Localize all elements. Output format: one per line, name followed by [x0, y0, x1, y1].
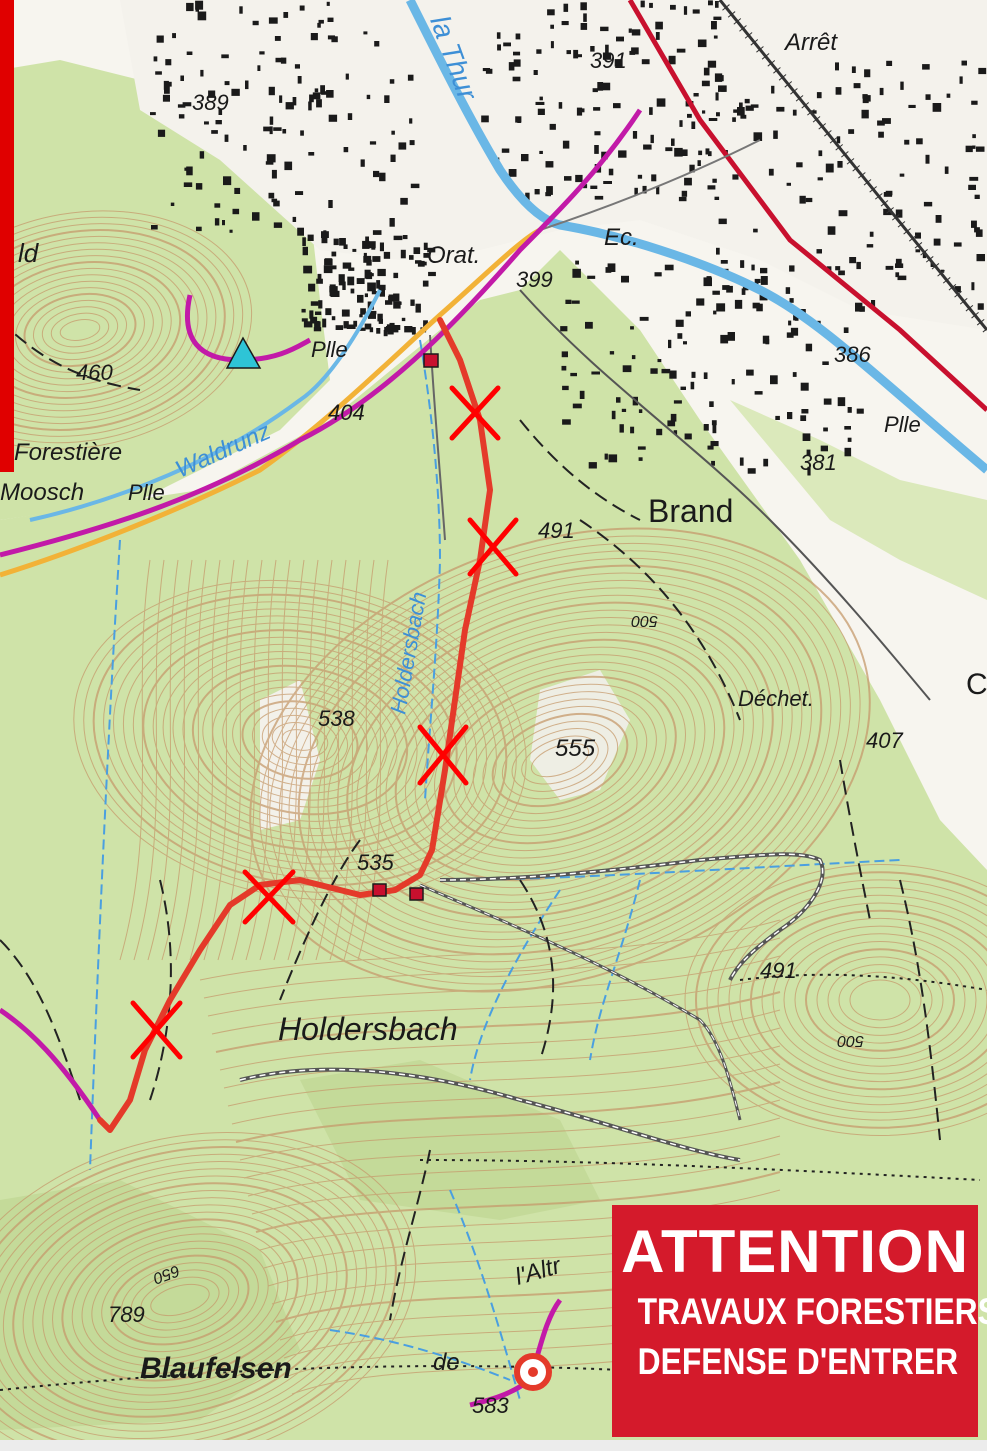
label-pile-top: Plle — [311, 337, 348, 362]
label-moosch: Moosch — [0, 479, 84, 506]
label-arret: Arrêt — [783, 29, 838, 56]
town-buildings — [150, 0, 987, 476]
label-contour-500-right: 500 — [837, 1032, 864, 1049]
main-road — [0, 227, 542, 578]
label-ec: Ec. — [604, 224, 639, 251]
bottom-strip — [0, 1440, 987, 1451]
warning-line-1: TRAVAUX FORESTIERS — [637, 1291, 987, 1332]
label-elev-407: 407 — [866, 728, 903, 753]
label-elev-381: 381 — [800, 450, 837, 475]
label-holdersbach: Holdersbach — [278, 1011, 458, 1047]
railway — [627, 0, 987, 412]
label-elev-404: 404 — [328, 400, 365, 425]
label-elev-555: 555 — [555, 735, 596, 762]
label-elev-391: 391 — [590, 48, 627, 73]
warning-title: ATTENTION — [621, 1218, 969, 1285]
label-elev-386: 386 — [834, 342, 871, 367]
closure-markers — [130, 385, 519, 1060]
label-pile-right: Plle — [884, 412, 921, 437]
label-forestiere: Forestière — [14, 439, 122, 466]
label-elev-538: 538 — [318, 706, 355, 731]
label-elev-399: 399 — [516, 267, 553, 292]
label-ld: ld — [18, 238, 40, 268]
contour-lines — [0, 210, 987, 1451]
red-cross-icon — [449, 385, 501, 441]
warning-sign: ATTENTION TRAVAUX FORESTIERS DEFENSE D'E… — [612, 1205, 987, 1437]
label-brand: Brand — [648, 493, 733, 529]
stream-holdersbach — [419, 339, 442, 801]
red-cross-icon — [242, 869, 296, 925]
red-cross-icon — [130, 1000, 183, 1060]
label-dechet: Déchet. — [738, 686, 814, 711]
label-elev-491-top: 491 — [538, 518, 575, 543]
warning-line-2: DEFENSE D'ENTRER — [637, 1341, 959, 1382]
left-red-bar — [0, 0, 14, 472]
red-cross-icon — [417, 724, 469, 786]
label-elev-460: 460 — [76, 360, 113, 385]
triangle-summit-icon — [225, 336, 262, 369]
route-buildings — [372, 353, 439, 901]
town-area — [120, 0, 987, 330]
label-orat: Orat. — [427, 242, 480, 269]
label-blaufelsen: Blaufelsen — [140, 1352, 292, 1385]
river-thur — [405, 0, 987, 474]
label-elev-491-right: 491 — [760, 958, 797, 983]
label-elev-583: 583 — [472, 1393, 509, 1418]
forest-areas — [0, 60, 987, 1440]
stream-waldrunz — [29, 289, 382, 522]
label-pile-moosch: Plle — [128, 480, 165, 505]
label-elev-789: 789 — [108, 1302, 145, 1327]
label-de: de — [433, 1349, 460, 1376]
label-contour-500-top: 500 — [631, 612, 658, 629]
label-elev-535: 535 — [357, 850, 394, 875]
red-cross-icon — [467, 517, 519, 577]
label-elev-389: 389 — [192, 90, 229, 115]
label-c-edge: C — [966, 668, 987, 701]
target-ring-icon — [514, 1353, 552, 1391]
